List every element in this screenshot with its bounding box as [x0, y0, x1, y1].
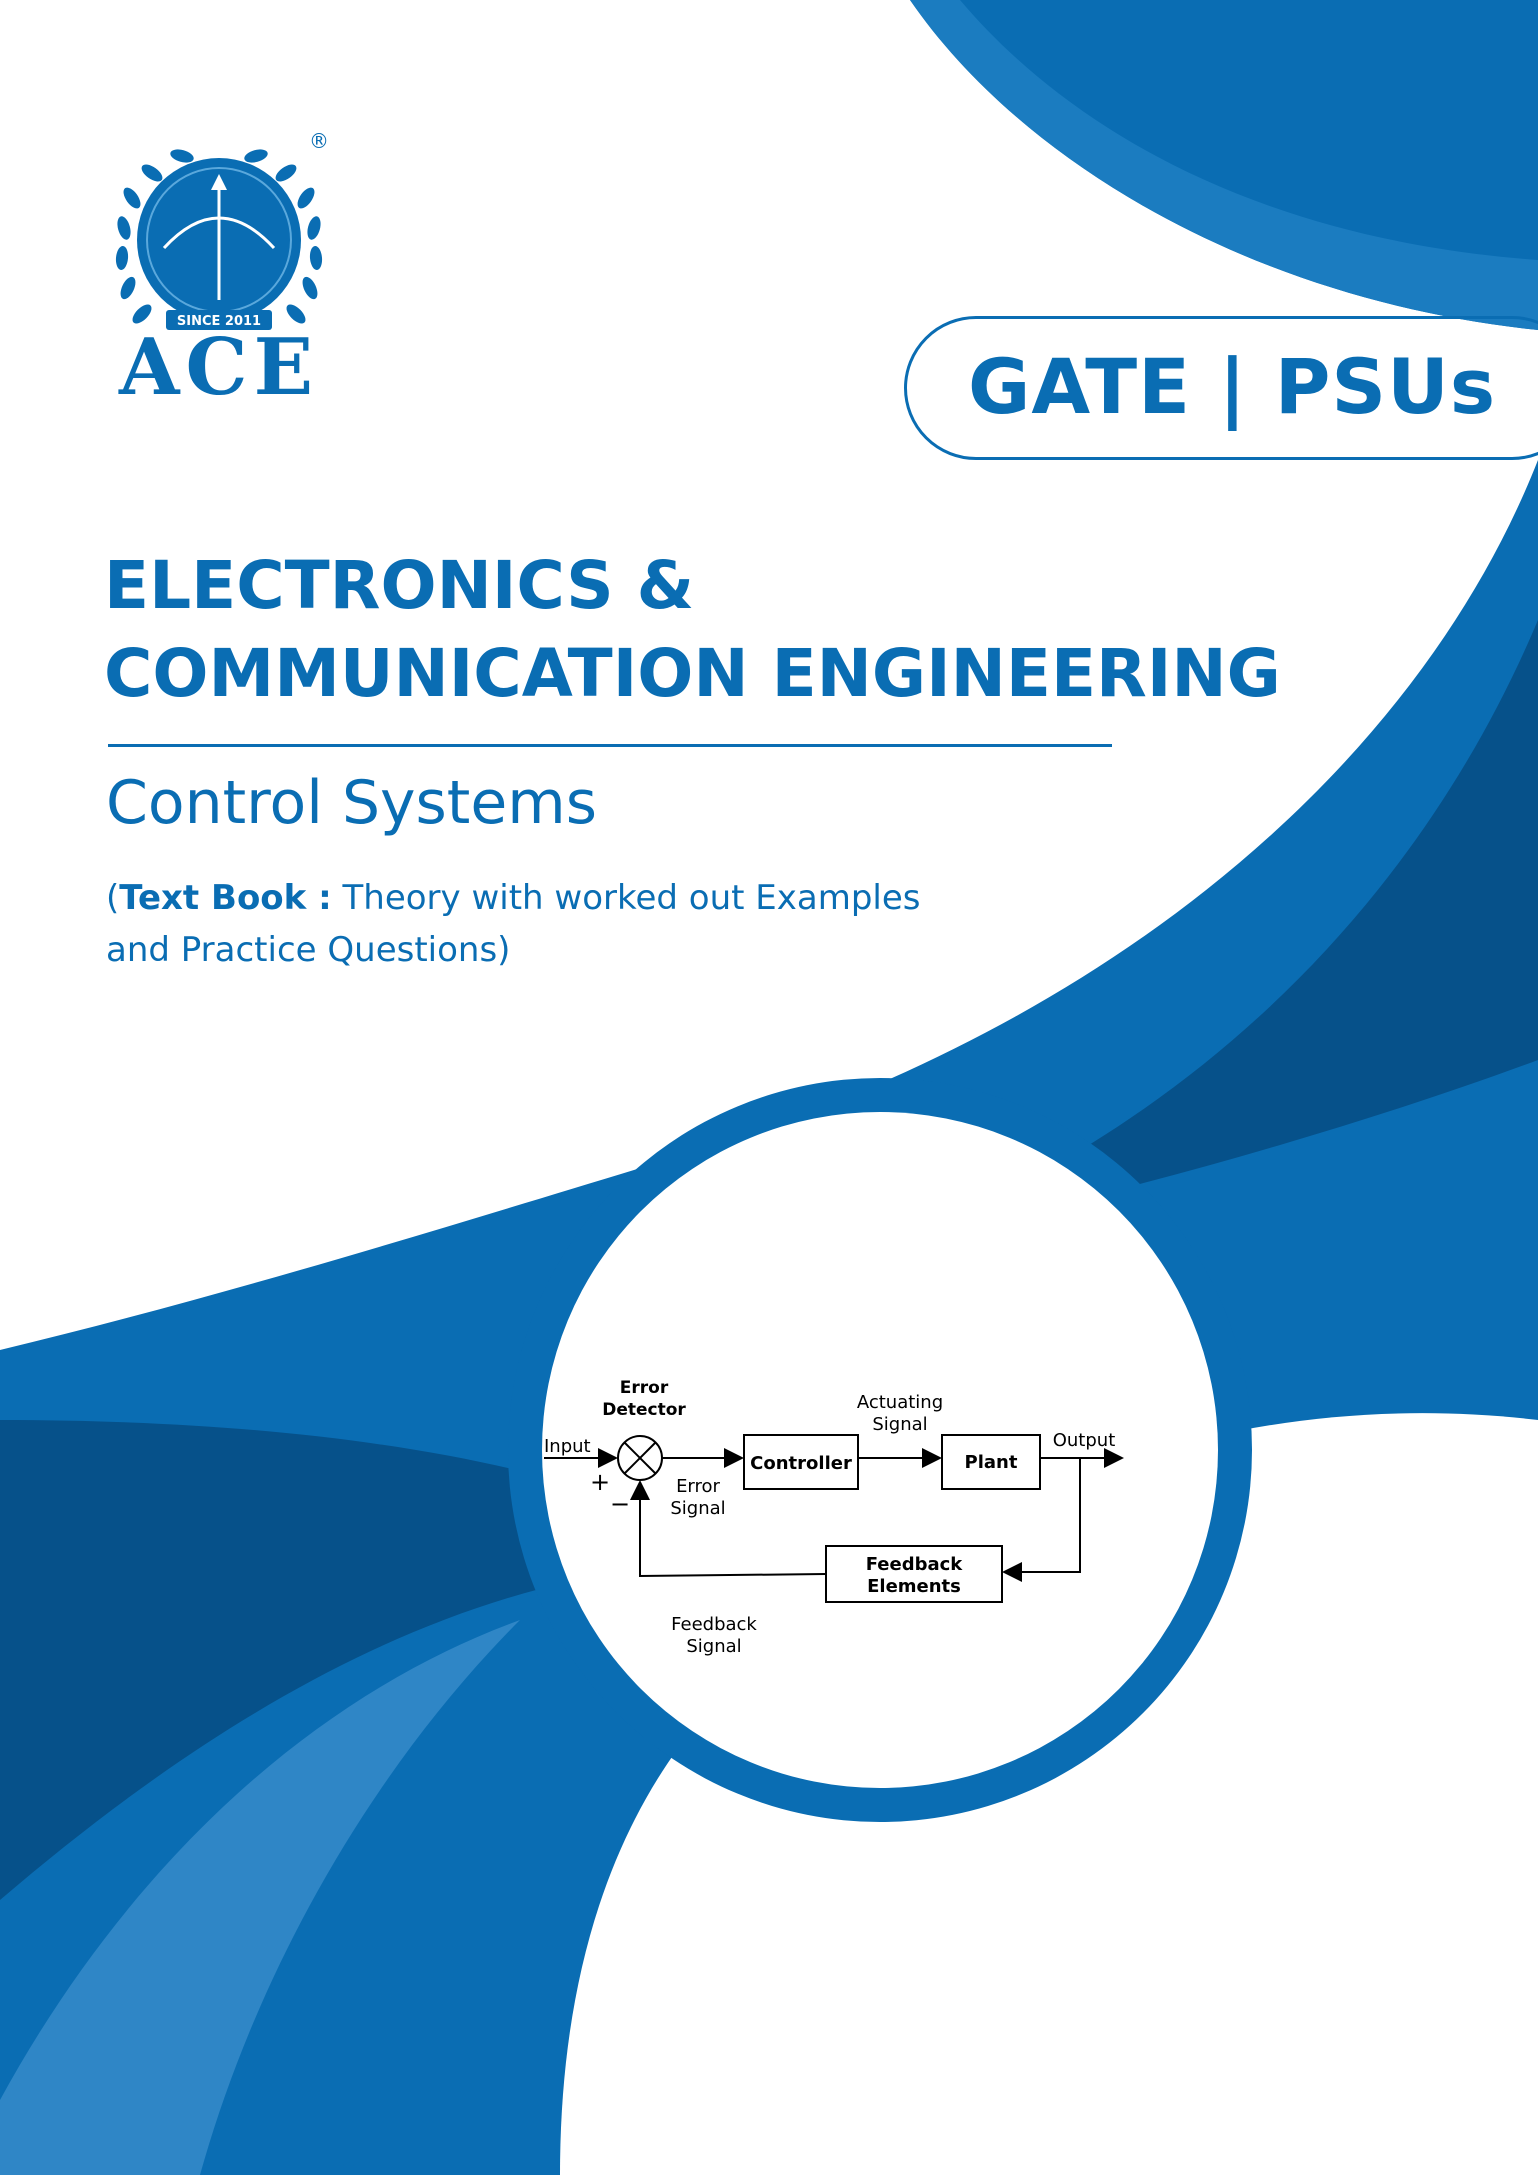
title-line-1: ELECTRONICS &	[104, 547, 695, 624]
feedback-elements-label-2: Elements	[867, 1576, 961, 1597]
controller-label: Controller	[750, 1453, 852, 1474]
plus-sign: +	[590, 1468, 610, 1496]
diagram-circle	[542, 1112, 1218, 1788]
desc-line2: and Practice Questions)	[106, 930, 511, 970]
feedback-signal-label-2: Signal	[686, 1636, 741, 1657]
exam-badge-text: GATE | PSUs	[968, 342, 1497, 431]
top-right-wave-highlight	[910, 0, 1538, 330]
lower-left-light-swoosh	[0, 1620, 520, 2175]
book-description: (Text Book : Theory with worked out Exam…	[106, 872, 1006, 976]
ace-logo: SINCE 2011 ®	[115, 129, 329, 330]
plant-label: Plant	[965, 1452, 1018, 1473]
control-block-diagram: Error Detector Input + − Error Signal Co…	[544, 1378, 1124, 1657]
feedback-path	[1002, 1458, 1081, 1582]
plant-block	[941, 1434, 1041, 1490]
output-label: Output	[1053, 1430, 1116, 1451]
desc-line1: Theory with worked out Examples	[331, 878, 921, 918]
feedback-signal-path	[630, 1480, 827, 1578]
svg-text:SINCE 2011: SINCE 2011	[177, 314, 261, 329]
desc-open-paren: (	[106, 878, 120, 918]
input-label: Input	[544, 1436, 591, 1457]
error-detector-label-2: Detector	[602, 1400, 686, 1420]
feedback-block	[825, 1545, 1003, 1603]
error-signal-label-2: Signal	[670, 1498, 725, 1519]
feedback-signal-label-1: Feedback	[671, 1614, 757, 1635]
exam-badge	[904, 316, 1538, 460]
error-signal-label-1: Error	[676, 1476, 720, 1497]
title-line-2: COMMUNICATION ENGINEERING	[104, 635, 1281, 712]
subject-title: Control Systems	[106, 768, 597, 838]
brand-name: ACE	[118, 322, 320, 413]
controller-block	[743, 1434, 859, 1490]
actuating-label-1: Actuating	[857, 1392, 943, 1413]
feedback-elements-label-1: Feedback	[866, 1554, 964, 1575]
title-divider	[108, 744, 1112, 747]
minus-sign: −	[610, 1490, 630, 1518]
error-detector-label-1: Error	[620, 1378, 669, 1398]
actuating-label-2: Signal	[872, 1414, 927, 1435]
right-diagonal-wave-dark	[900, 620, 1538, 1240]
svg-text:®: ®	[309, 129, 329, 153]
desc-bold: Text Book :	[119, 878, 332, 918]
page-title: ELECTRONICS & COMMUNICATION ENGINEERING	[104, 542, 1281, 718]
